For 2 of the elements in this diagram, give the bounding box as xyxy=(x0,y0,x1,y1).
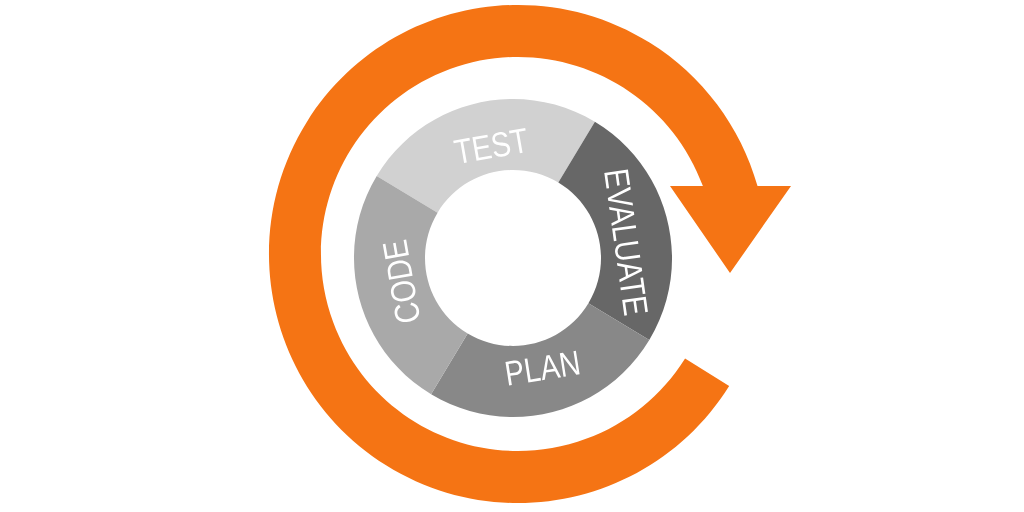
ring-segment: CODE xyxy=(354,176,468,395)
ring-segment: EVALUATE xyxy=(558,121,672,340)
